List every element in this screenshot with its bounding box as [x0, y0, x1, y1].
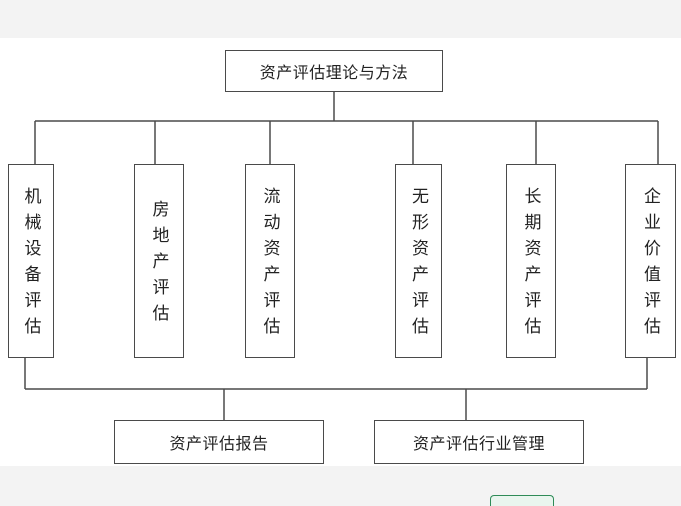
root-node: 资产评估理论与方法 — [225, 50, 443, 92]
branch-node-4-label: 无形资产评估 — [408, 187, 428, 343]
branch-node-3: 流动资产评估 — [245, 164, 295, 358]
output-node-2: 资产评估行业管理 — [374, 420, 584, 464]
branch-node-2-label: 房地产评估 — [148, 200, 169, 330]
branch-node-1-label: 机械设备评估 — [20, 187, 41, 343]
branch-node-5-label: 长期资产评估 — [520, 187, 541, 343]
diagram-canvas: 资产评估理论与方法 机械设备评估 房地产评估 流动资产评估 无形资产评估 长期资… — [0, 38, 681, 466]
connector-lines — [24, 92, 659, 420]
root-node-label: 资产评估理论与方法 — [259, 63, 409, 82]
branch-node-4: 无形资产评估 — [395, 164, 442, 358]
branch-node-3-label: 流动资产评估 — [259, 187, 280, 343]
branch-node-1: 机械设备评估 — [8, 164, 54, 358]
branch-node-6: 企业价值评估 — [625, 164, 676, 358]
output-node-1: 资产评估报告 — [114, 420, 324, 464]
branch-node-5: 长期资产评估 — [506, 164, 556, 358]
output-node-1-label: 资产评估报告 — [169, 434, 269, 453]
output-node-2-label: 资产评估行业管理 — [412, 434, 545, 453]
branch-node-6-label: 企业价值评估 — [640, 187, 660, 343]
branch-node-2: 房地产评估 — [134, 164, 184, 358]
bottom-tab[interactable] — [490, 495, 554, 506]
